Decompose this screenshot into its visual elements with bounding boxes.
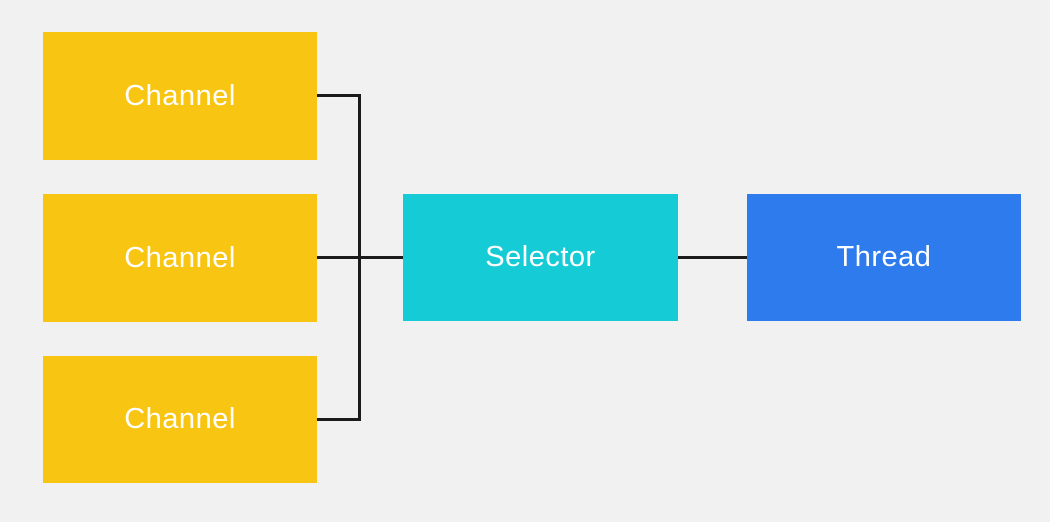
channel-node-3-label: Channel — [124, 403, 236, 435]
selector-node: Selector — [403, 194, 678, 321]
connector-channel1-to-junction — [317, 94, 360, 97]
channel-node-1: Channel — [43, 32, 317, 160]
channel-node-2-label: Channel — [124, 241, 236, 274]
thread-node-label: Thread — [836, 241, 932, 273]
selector-node-label: Selector — [485, 241, 596, 273]
channel-node-2: Channel — [43, 194, 317, 322]
connector-vertical-junction — [358, 94, 361, 421]
connector-channel3-to-junction — [317, 418, 360, 421]
channel-node-3: Channel — [43, 356, 317, 483]
connector-selector-to-thread — [678, 256, 747, 259]
channel-node-1-label: Channel — [124, 79, 236, 112]
thread-node: Thread — [747, 194, 1021, 321]
